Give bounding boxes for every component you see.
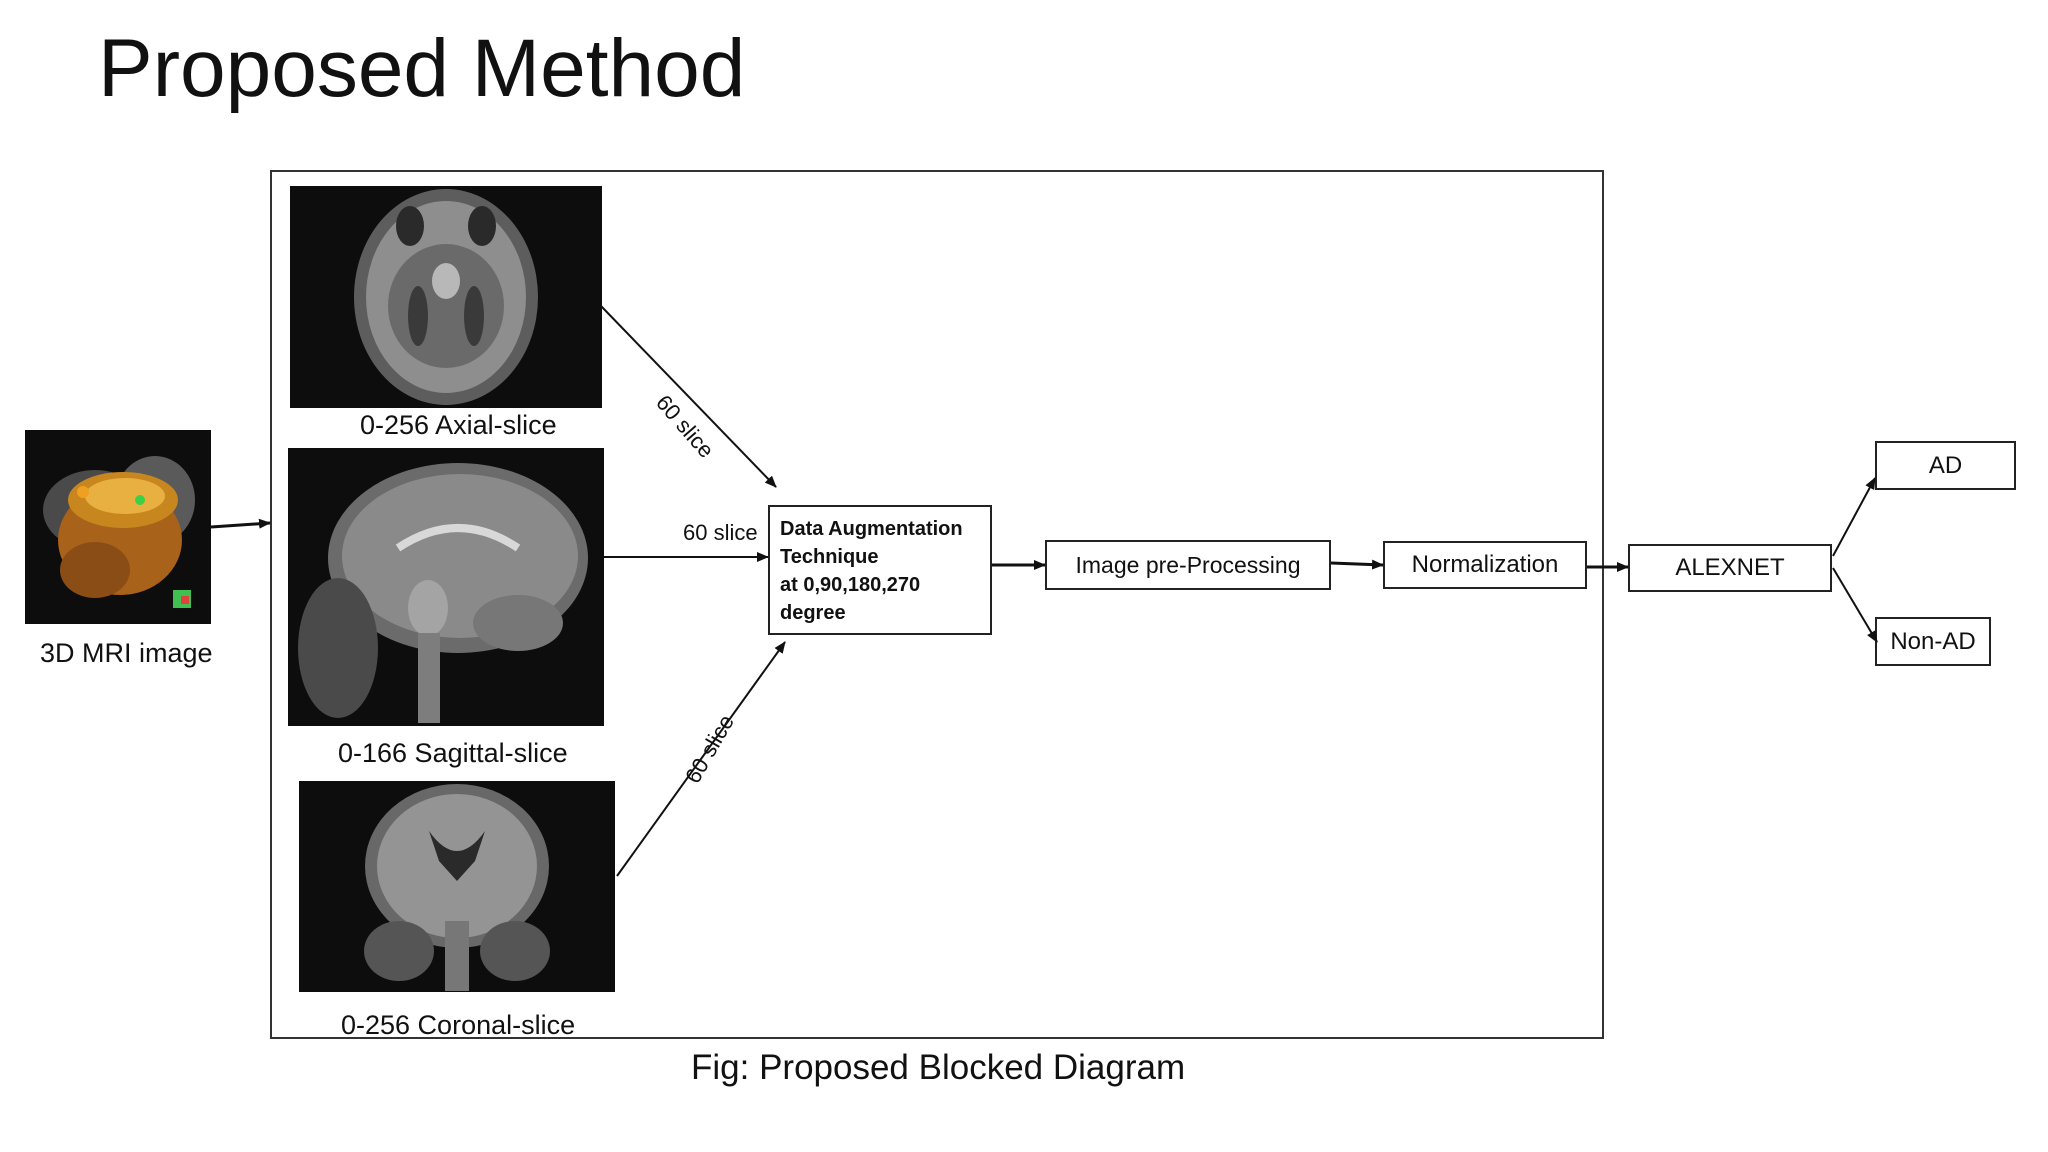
arrow-axial-to-augmentation [600, 305, 777, 488]
arrow-preprocessing-to-normalization [1330, 559, 1384, 570]
data-augmentation-box: Data Augmentation Technique at 0,90,180,… [768, 505, 992, 635]
preprocessing-box: Image pre-Processing [1045, 540, 1331, 590]
sagittal-slice-image [288, 448, 604, 726]
arrow-coronal-to-augmentation [616, 641, 786, 877]
non-ad-output-box: Non-AD [1875, 617, 1991, 666]
augmentation-line-2: Technique [780, 546, 879, 568]
axial-slice-label: 0-256 Axial-slice [360, 410, 557, 440]
augmentation-line-1: Data Augmentation [780, 518, 963, 540]
sagittal-edge-label: 60 slice [683, 520, 758, 545]
ad-output-box: AD [1875, 441, 2016, 490]
slide-title: Proposed Method [98, 23, 746, 114]
arrow-alexnet-to-non-ad [1832, 567, 1878, 643]
augmentation-line-4: degree [780, 602, 846, 624]
arrow-alexnet-to-ad [1832, 477, 1876, 557]
coronal-slice-image [299, 781, 615, 992]
alexnet-box: ALEXNET [1628, 544, 1832, 592]
normalization-box: Normalization [1383, 541, 1587, 589]
sagittal-slice-label: 0-166 Sagittal-slice [338, 738, 568, 768]
coronal-slice-label: 0-256 Coronal-slice [341, 1010, 576, 1040]
mri-3d-image [25, 430, 211, 624]
augmentation-line-3: at 0,90,180,270 [780, 574, 921, 596]
pipeline-frame [270, 170, 1604, 1039]
mri-3d-label: 3D MRI image [40, 638, 213, 668]
arrow-mri-to-frame [210, 518, 271, 529]
axial-slice-image [290, 186, 602, 408]
figure-caption: Fig: Proposed Blocked Diagram [691, 1048, 1186, 1087]
